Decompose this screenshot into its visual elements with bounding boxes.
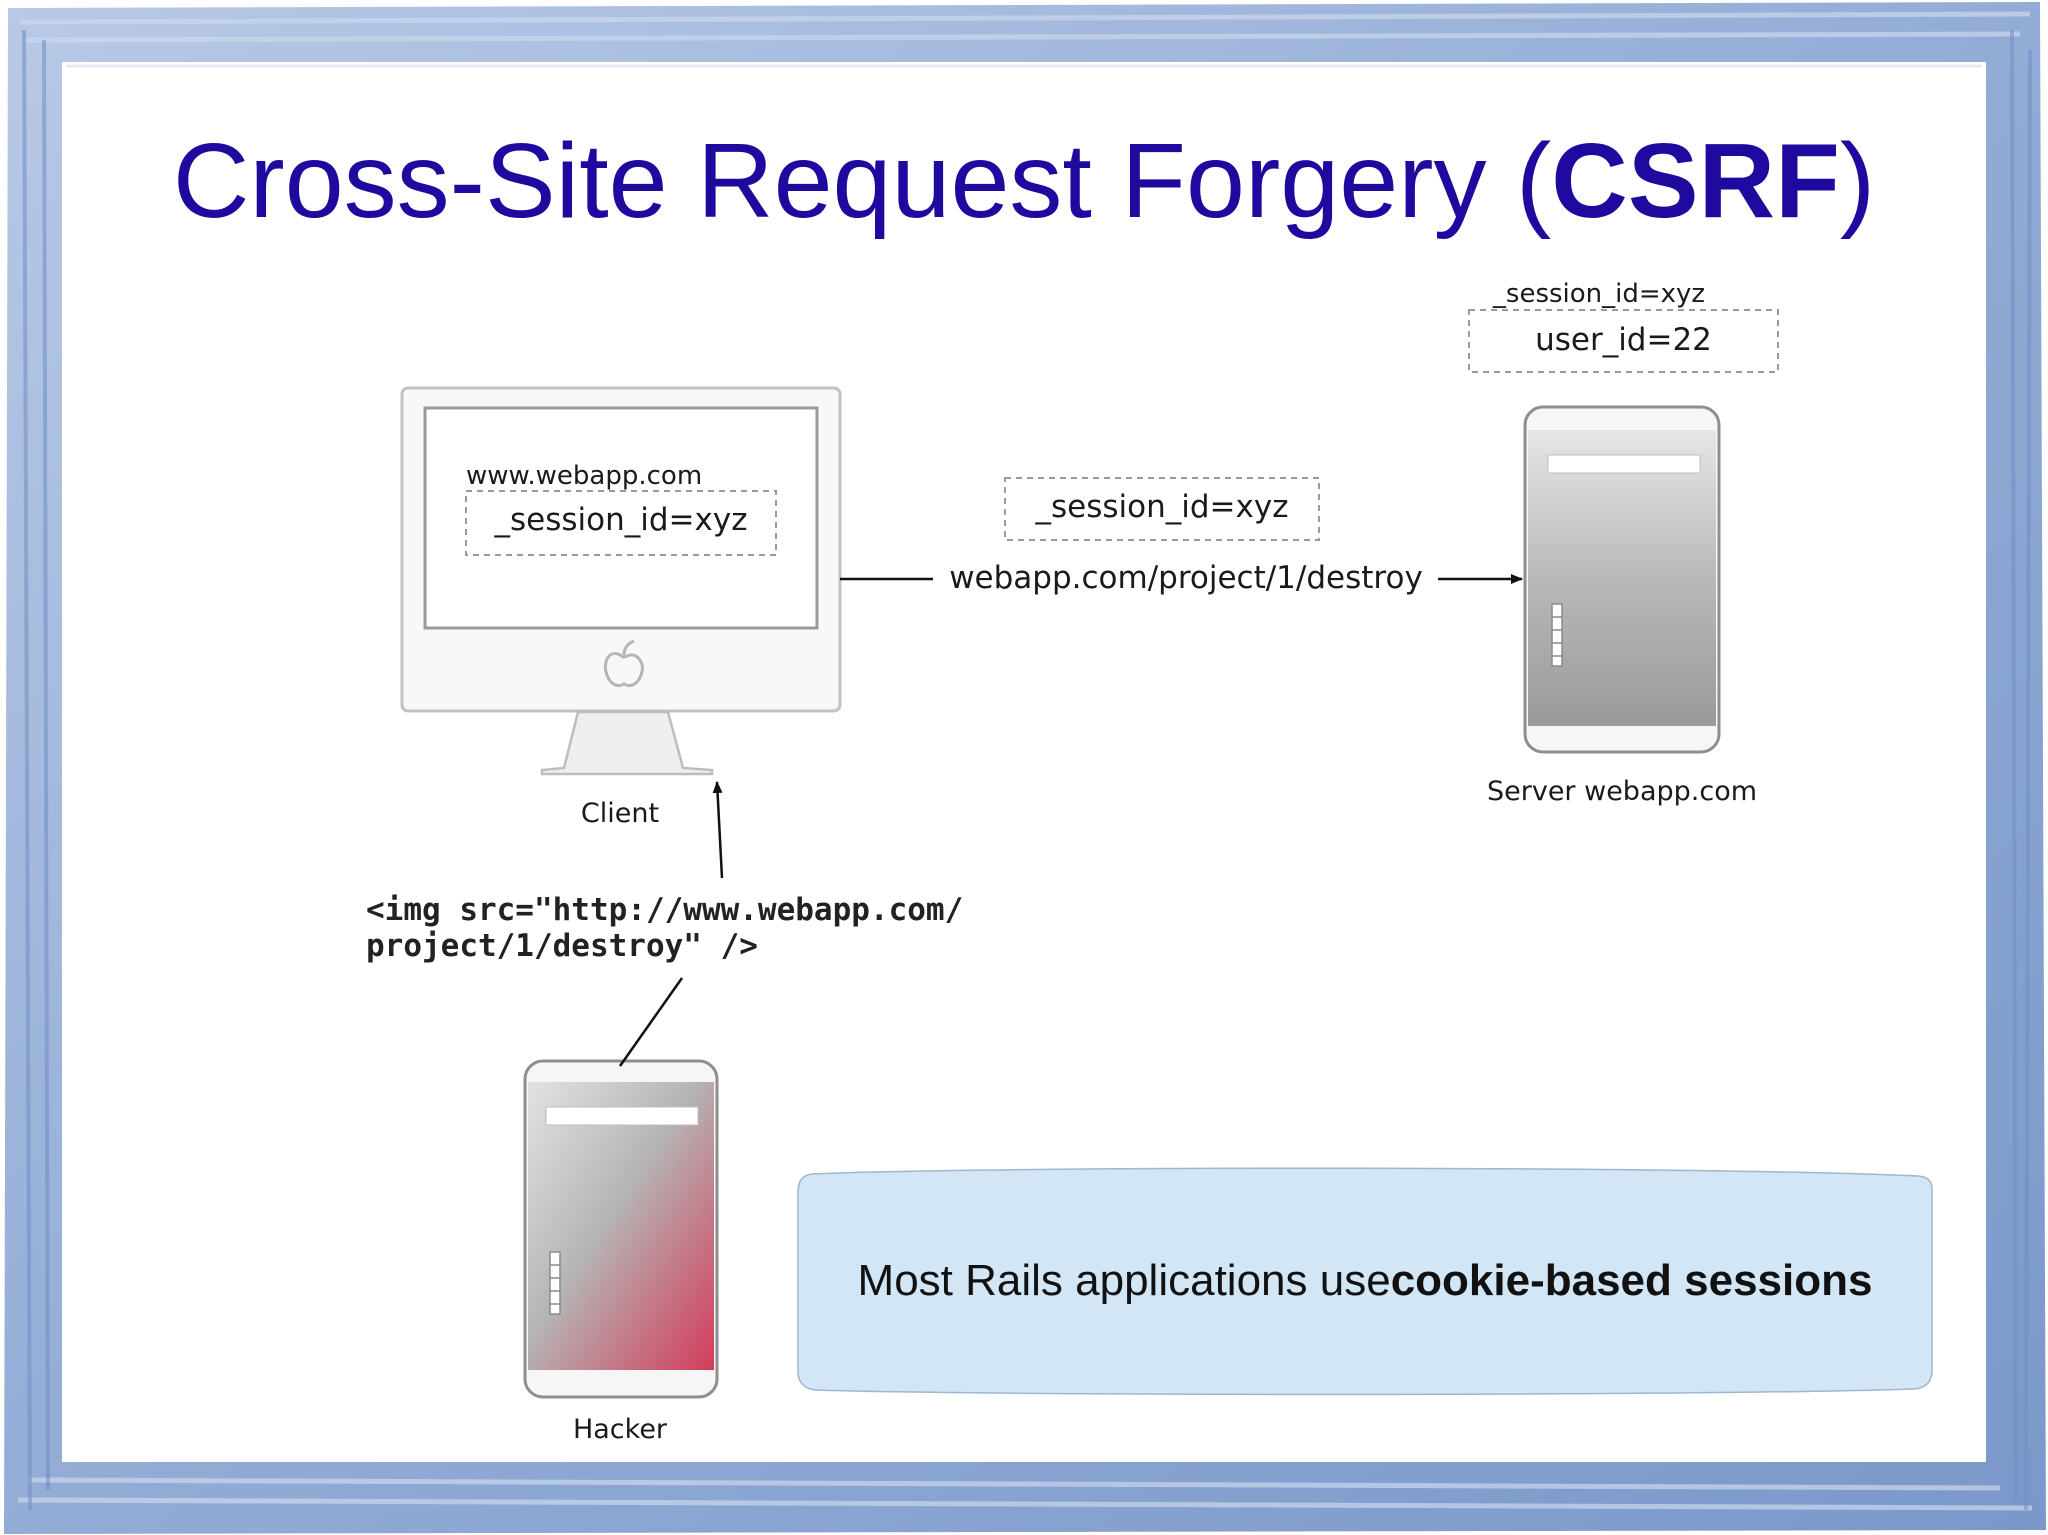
hacker-line — [618, 977, 684, 1067]
code-line-2: project/1/destroy" /> — [366, 928, 758, 964]
server-session-label: _session_id=xyz — [1492, 279, 1706, 309]
title-text: Cross-Site Request Forgery ( — [172, 122, 1552, 240]
client-caption: Client — [580, 798, 660, 829]
request-cookie-box — [1004, 477, 1320, 541]
request-url-label: webapp.com/project/1/destroy — [949, 560, 1423, 596]
callout-text-prefix: Most Rails applications use — [857, 1256, 1391, 1305]
callout-bubble — [797, 1167, 1933, 1396]
server-user-value: user_id=22 — [1535, 322, 1712, 358]
apple-logo-icon — [603, 639, 644, 687]
client-url-label: www.webapp.com — [466, 461, 703, 491]
callout-text: Most Rails applications use cookie-based… — [798, 1170, 1932, 1392]
request-cookie-label: _session_id=xyz — [1035, 489, 1289, 525]
server-session-box — [1468, 309, 1779, 373]
slide-title: Cross-Site Request Forgery (CSRF) — [0, 128, 2048, 234]
malicious-img-tag: <img src="http://www.webapp.com/ project… — [366, 892, 963, 964]
hacker-server-tower — [523, 1059, 719, 1399]
client-cookie-label: _session_id=xyz — [494, 502, 748, 538]
hacker-caption: Hacker — [572, 1414, 668, 1445]
title-bold-text: CSRF — [1551, 122, 1840, 240]
callout-text-bold: cookie-based sessions — [1390, 1256, 1873, 1305]
client-monitor — [400, 386, 842, 776]
code-line-1: <img src="http://www.webapp.com/ — [366, 892, 964, 928]
server-tower — [1523, 405, 1721, 754]
injection-arrow — [712, 781, 724, 879]
title-suffix-text: ) — [1839, 122, 1876, 240]
server-caption: Server webapp.com — [1486, 776, 1758, 807]
